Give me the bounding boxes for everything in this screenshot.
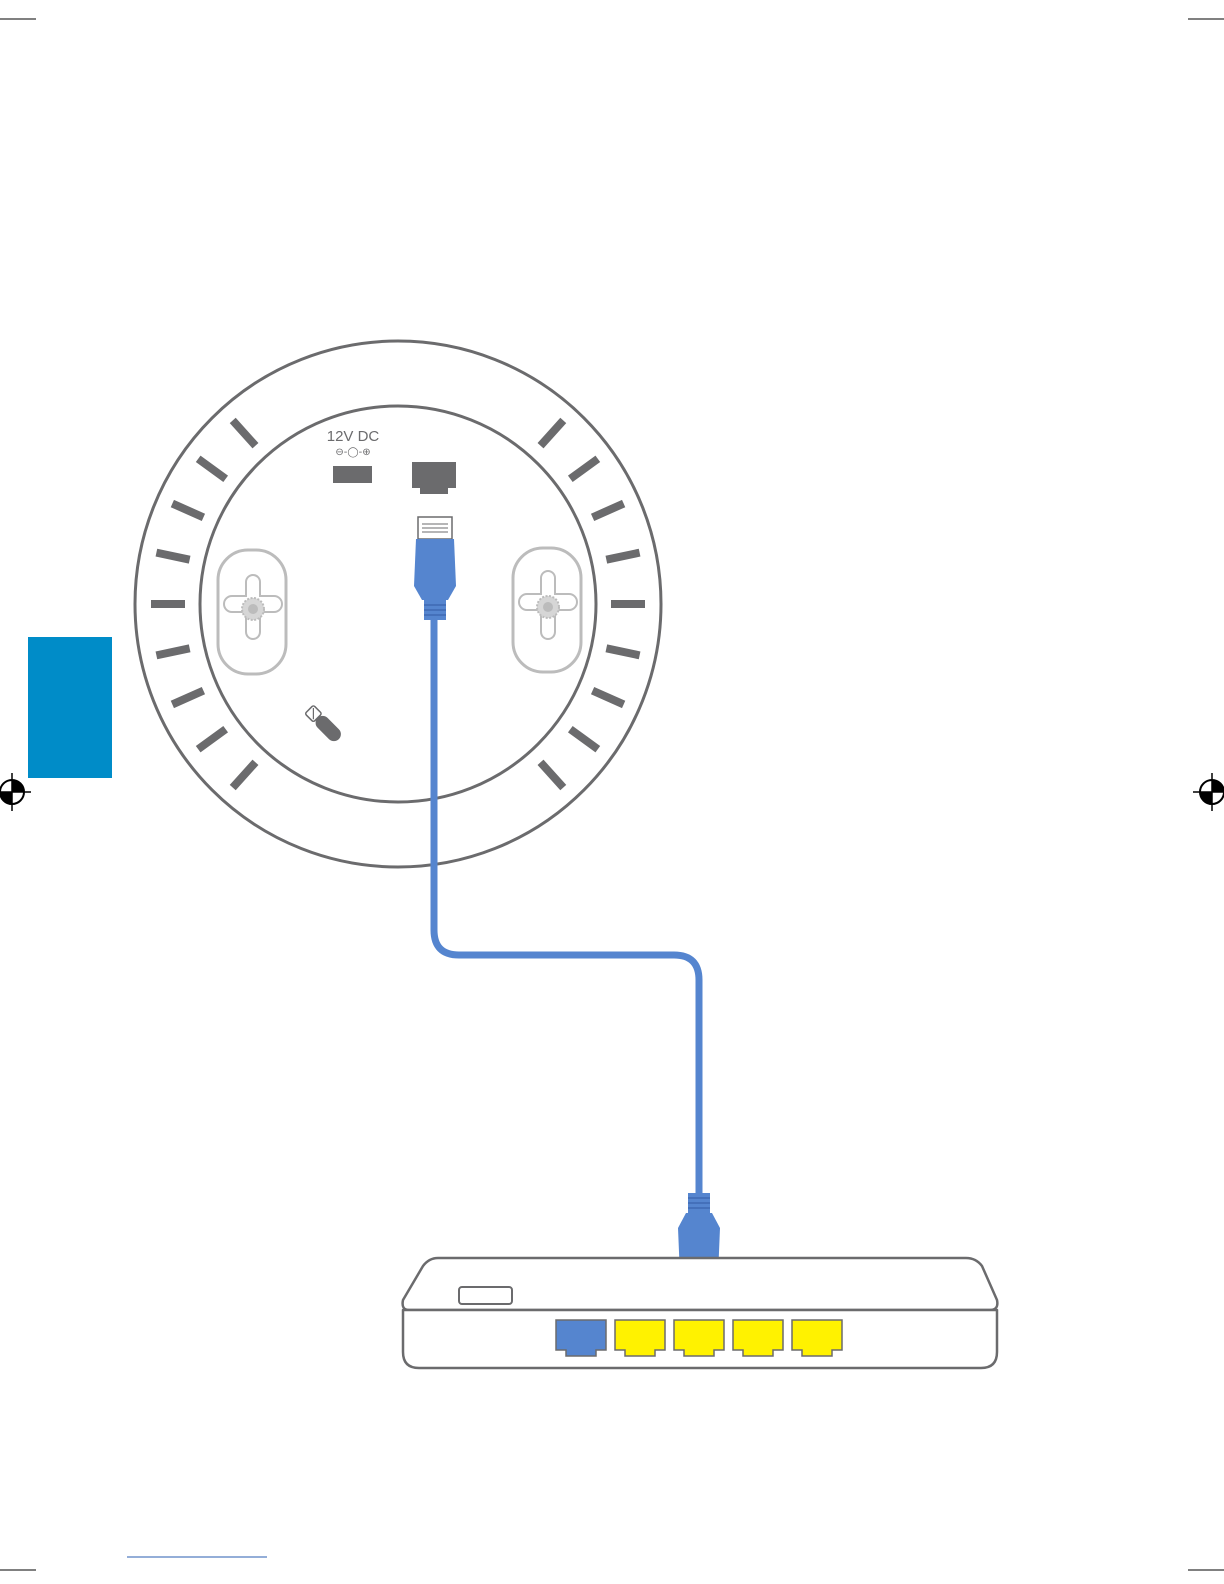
polarity-symbol: ⊖-◯-⊕ (335, 447, 370, 458)
power-port (333, 466, 372, 483)
power-label: 12V DC (327, 428, 380, 445)
mount-slot-left (218, 550, 286, 674)
router-lan-port (792, 1320, 842, 1356)
mount-slot-right (513, 548, 581, 672)
router-lan-port (733, 1320, 783, 1356)
registration-target-icon (1193, 773, 1224, 811)
side-tab (28, 637, 112, 778)
router-power-button (459, 1287, 512, 1304)
registration-target-icon (0, 773, 31, 811)
router-lan-port (615, 1320, 665, 1356)
router-ports (556, 1320, 842, 1356)
router-lan-port (674, 1320, 724, 1356)
router-wan-port (556, 1320, 606, 1356)
router (403, 1258, 998, 1368)
access-point: 12V DC ⊖-◯-⊕ (135, 341, 661, 867)
